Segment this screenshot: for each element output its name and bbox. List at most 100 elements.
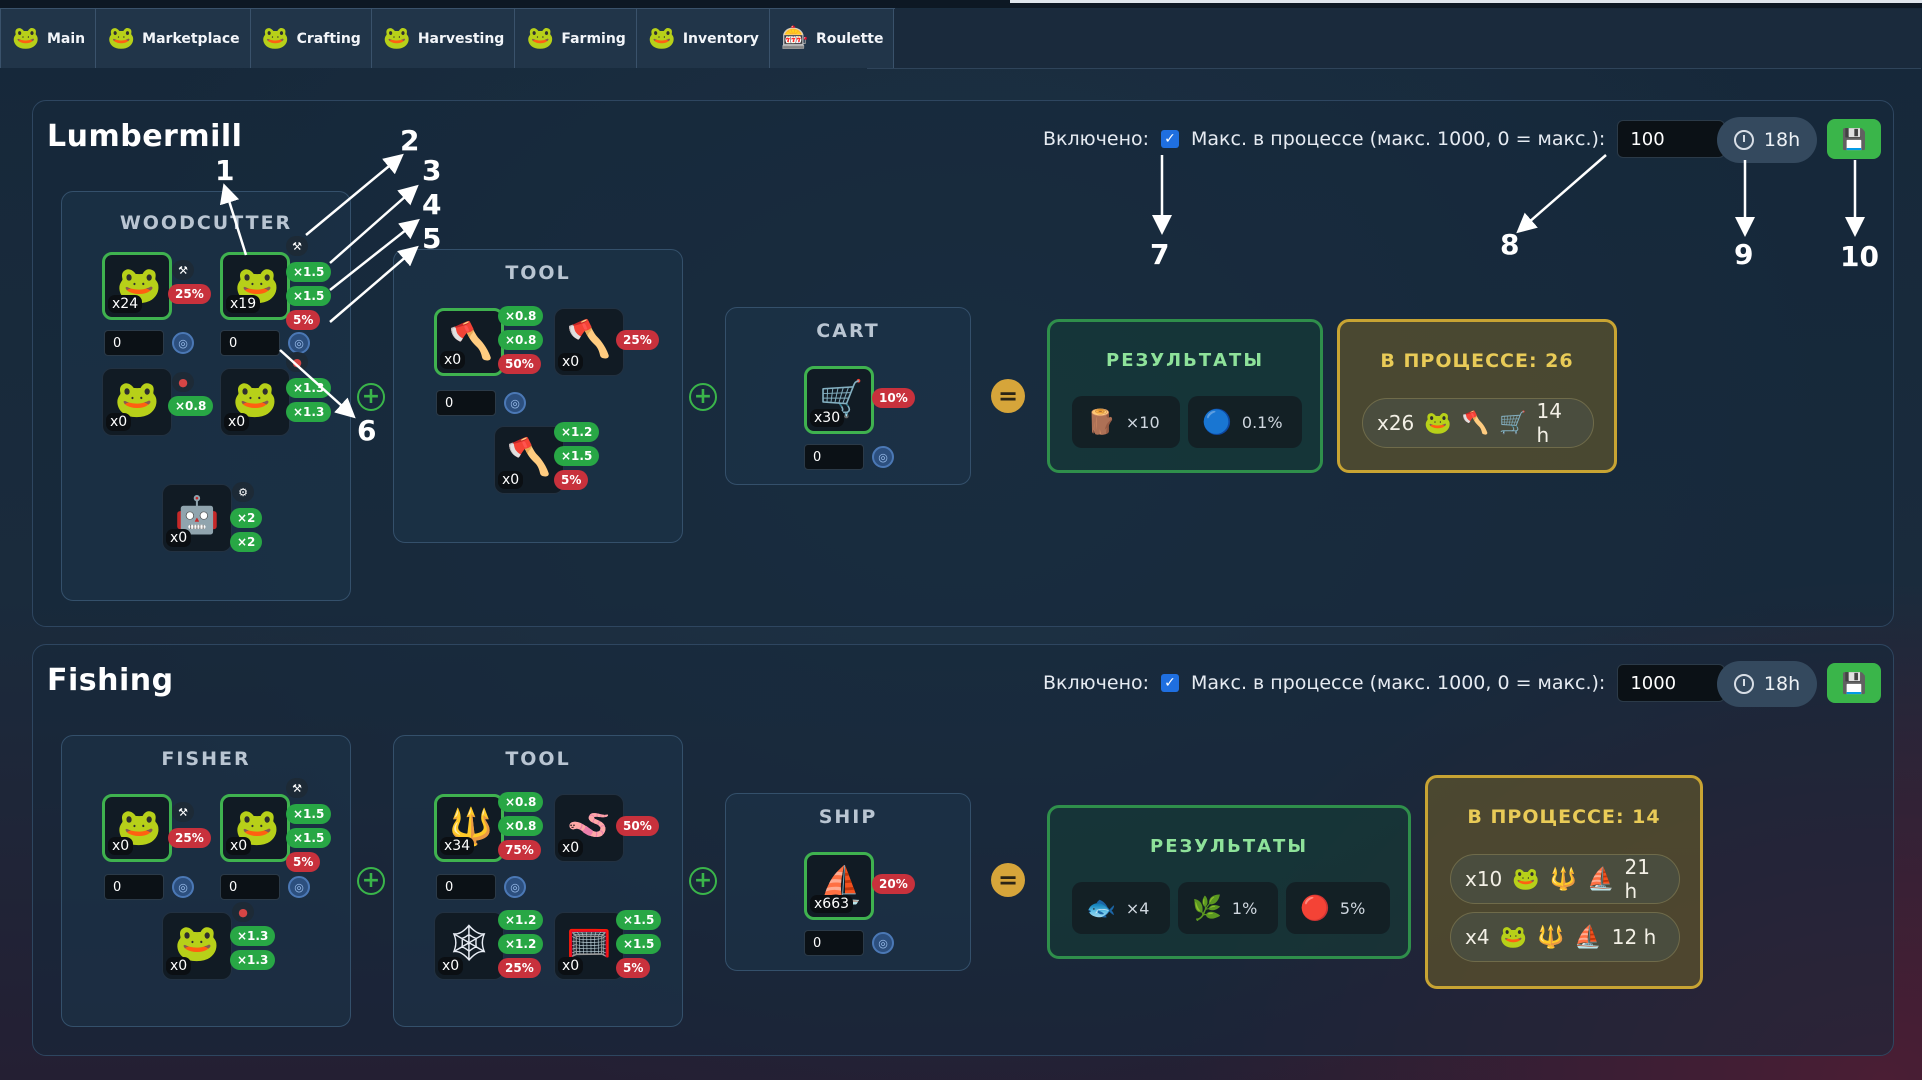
axe-type-icon: ⚒ — [172, 260, 194, 280]
in-process-title: В ПРОЦЕССЕ: 26 — [1380, 350, 1574, 372]
tool-card[interactable]: 🪓x0 — [434, 308, 504, 376]
worker-card[interactable]: 🤖x0 — [162, 484, 232, 552]
worker-card[interactable]: 🐸x0 — [220, 368, 290, 436]
tab-marketplace[interactable]: 🐸Marketplace — [96, 9, 251, 68]
results-title: РЕЗУЛЬТАТЫ — [1150, 836, 1308, 857]
gem-icon: 🔵 — [1202, 408, 1232, 436]
duration-button[interactable]: 18h — [1717, 117, 1817, 163]
worker-card[interactable]: 🐸x24 — [102, 252, 172, 320]
tab-harvesting[interactable]: 🐸Harvesting — [371, 9, 516, 68]
process-count: x4 — [1465, 925, 1490, 949]
duration-button[interactable]: 18h — [1717, 661, 1817, 707]
yield-badge: ×2 — [230, 508, 263, 528]
woodcutter-title: WOODCUTTER — [119, 212, 293, 234]
enabled-checkbox[interactable]: ✓ — [1161, 130, 1180, 148]
tab-farming[interactable]: 🐸Farming — [515, 9, 637, 68]
equals-icon: = — [991, 863, 1025, 897]
process-time: 21 h — [1624, 855, 1650, 903]
tool-count: x0 — [558, 957, 584, 975]
clock-icon — [1733, 130, 1754, 150]
tool-card[interactable]: 🔱x34 — [434, 794, 504, 862]
enabled-checkbox[interactable]: ✓ — [1161, 674, 1180, 692]
chance-badge: 25% — [498, 958, 541, 978]
chance-badge: 5% — [616, 958, 651, 978]
chance-badge: 5% — [554, 470, 589, 490]
worker-card[interactable]: 🐸x0 — [162, 912, 232, 980]
worker-qty-input[interactable]: 0 — [220, 874, 280, 900]
ship-card[interactable]: ⛵x663 — [804, 852, 874, 920]
worker-card[interactable]: 🐸x0 — [102, 368, 172, 436]
worker-qty-input[interactable]: 0 — [220, 330, 280, 356]
max-in-process-input[interactable]: 100 — [1617, 120, 1726, 158]
frog-farming-icon: 🐸 — [526, 26, 555, 51]
tool-count: x0 — [440, 351, 466, 369]
frog-worker-icon: 🐸 — [1512, 866, 1540, 892]
tool-card[interactable]: 🪓x0 — [494, 426, 564, 494]
frog-crafting-icon: 🐸 — [261, 26, 290, 51]
save-button[interactable]: 💾 — [1827, 663, 1881, 703]
worker-card[interactable]: 🐸x19 — [220, 252, 290, 320]
annotation-1: 1 — [215, 154, 235, 187]
chance-badge: 20% — [872, 874, 915, 894]
result-item: 🌿1% — [1178, 882, 1278, 934]
fisher-slot-box: FISHER 🐸x0 ⚒ 25% 0 ◎ 🐸x0 ⚒ ×1.5 ×1.5 5% … — [61, 735, 351, 1027]
process-item: x26🐸🪓🛒14 h — [1362, 398, 1594, 448]
ship-title: SHIP — [818, 806, 878, 828]
process-item: x10🐸🔱⛵21 h — [1450, 854, 1680, 904]
plus-icon: + — [357, 867, 385, 895]
worker-card[interactable]: 🐸x0 — [220, 794, 290, 862]
tool-card[interactable]: 🪓x0 — [554, 308, 624, 376]
tab-roulette[interactable]: 🎰Roulette — [769, 9, 895, 68]
yield-badge: ×1.5 — [616, 910, 662, 930]
speed-badge: ×0.8 — [498, 330, 544, 350]
worker-count: x0 — [166, 529, 192, 547]
yield-badge: ×1.3 — [286, 378, 332, 398]
tool-card[interactable]: 🕸x0 — [434, 912, 504, 980]
coin-icon: ◎ — [172, 876, 194, 898]
worker-count: x24 — [108, 295, 143, 313]
frog-inventory-icon: 🐸 — [648, 26, 676, 51]
worker-card[interactable]: 🐸x0 — [102, 794, 172, 862]
max-in-process-input[interactable]: 1000 — [1617, 664, 1726, 702]
tool-qty-input[interactable]: 0 — [436, 390, 496, 416]
enabled-label: Включено: — [1043, 672, 1150, 694]
cart-count: x30 — [810, 409, 845, 427]
ship-qty-input[interactable]: 0 — [804, 930, 864, 956]
in-process-box: В ПРОЦЕССЕ: 14 x10🐸🔱⛵21 h x4🐸🔱⛵12 h — [1425, 775, 1703, 989]
yield-badge: ×1.3 — [230, 926, 276, 946]
pearl-icon: 🔴 — [1300, 894, 1330, 922]
result-value: 0.1% — [1241, 412, 1283, 432]
result-value: ×10 — [1125, 412, 1160, 432]
fishing-panel: Fishing Включено: ✓ Макс. в процессе (ма… — [32, 644, 1894, 1056]
chance-badge: 5% — [286, 310, 321, 330]
cart-card[interactable]: 🛒x30 — [804, 366, 874, 434]
coin-icon: ◎ — [172, 332, 194, 354]
cart-qty-input[interactable]: 0 — [804, 444, 864, 470]
chance-badge: 5% — [286, 852, 321, 872]
ship-icon: ⛵ — [1587, 866, 1615, 892]
yield-badge: ×0.8 — [498, 306, 544, 326]
tool-card[interactable]: 🥅x0 — [554, 912, 624, 980]
lumbermill-panel: Lumbermill Включено: ✓ Макс. в процессе … — [32, 100, 1894, 627]
tool-qty-input[interactable]: 0 — [436, 874, 496, 900]
tab-crafting[interactable]: 🐸Crafting — [250, 9, 372, 68]
tool-card[interactable]: 🪱x0 — [554, 794, 624, 862]
yield-badge: ×1.2 — [554, 422, 600, 442]
tool-count: x34 — [440, 837, 475, 855]
results-box: РЕЗУЛЬТАТЫ 🐟×4 🌿1% 🔴5% — [1047, 805, 1411, 959]
tab-inventory[interactable]: 🐸Inventory — [636, 9, 770, 68]
tab-main[interactable]: 🐸Main — [1, 9, 97, 68]
chance-badge: 10% — [872, 388, 915, 408]
nav-filler — [867, 9, 1921, 69]
worker-count: x0 — [166, 957, 192, 975]
duration-label: 18h — [1763, 129, 1801, 151]
worker-qty-input[interactable]: 0 — [104, 330, 164, 356]
rod-type-icon: ⚒ — [286, 778, 308, 798]
lumbermill-controls: Включено: ✓ Макс. в процессе (макс. 1000… — [1043, 120, 1726, 158]
save-button[interactable]: 💾 — [1827, 119, 1881, 159]
tab-label: Main — [47, 30, 86, 47]
result-item: 🔴5% — [1286, 882, 1390, 934]
worker-qty-input[interactable]: 0 — [104, 874, 164, 900]
result-item: 🪵×10 — [1072, 396, 1180, 448]
tool-title: TOOL — [505, 262, 571, 284]
